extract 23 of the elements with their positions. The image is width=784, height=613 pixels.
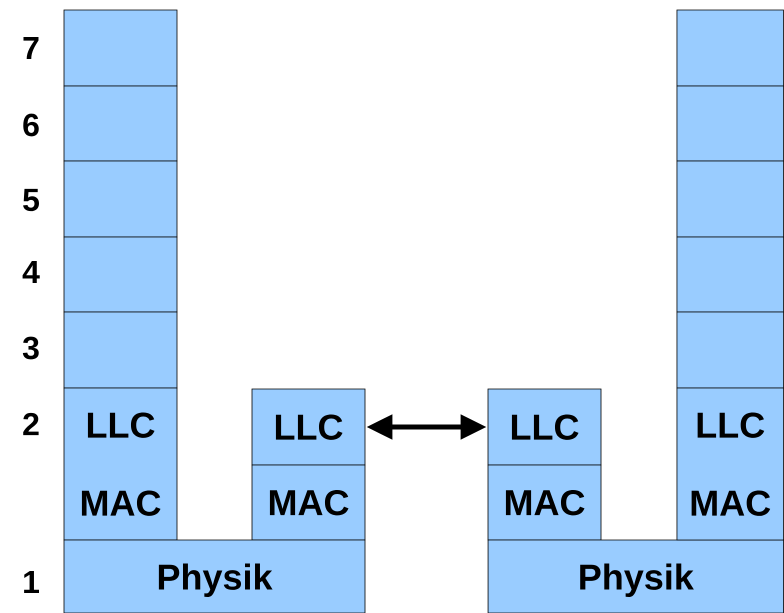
layer-box: LLC MAC bbox=[64, 388, 178, 540]
layer-box: LLC bbox=[252, 388, 366, 466]
layer-box bbox=[64, 10, 178, 86]
layer-box: LLC bbox=[488, 388, 602, 466]
layer-number: 5 bbox=[23, 188, 39, 212]
layer-number: 3 bbox=[22, 336, 39, 360]
layer-number: 4 bbox=[22, 261, 40, 283]
layer-box bbox=[676, 10, 784, 86]
layer-box bbox=[676, 86, 784, 162]
layer-number: 2 bbox=[23, 412, 39, 436]
layer-box bbox=[64, 312, 178, 388]
layer-box: LLC MAC bbox=[676, 388, 784, 540]
layer-box bbox=[676, 236, 784, 312]
layer-box bbox=[64, 86, 178, 162]
layer-number: 6 bbox=[23, 114, 39, 136]
layer-box bbox=[64, 236, 178, 312]
layer-number: 7 bbox=[23, 37, 38, 59]
layer-box bbox=[676, 160, 784, 238]
layer-box bbox=[676, 312, 784, 388]
layer-box bbox=[64, 160, 178, 238]
layer-box: MAC bbox=[488, 464, 602, 540]
layer-number: 1 bbox=[24, 571, 39, 594]
layer-box: MAC bbox=[252, 464, 366, 540]
